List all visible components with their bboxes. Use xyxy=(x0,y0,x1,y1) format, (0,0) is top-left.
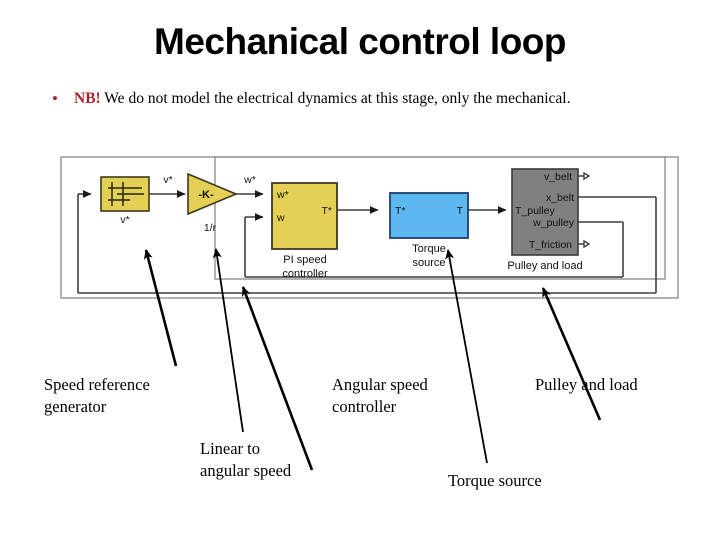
block-label-pulley-and-load: Pulley and load xyxy=(507,260,582,272)
block-label-torque-source-line1: Torque xyxy=(412,243,446,255)
port-out-x-belt: x_belt xyxy=(546,192,574,204)
block-label-gain-below: 1/r xyxy=(204,222,217,234)
block-pulley-and-load[interactable]: T_pulley v_belt x_belt w_pulley T_fricti… xyxy=(507,168,591,272)
signal-label-vstar: v* xyxy=(163,174,172,186)
bullet-text: We do not model the electrical dynamics … xyxy=(100,90,571,107)
block-label-torque-source-line2: source xyxy=(412,257,445,269)
port-out-w-pulley: w_pulley xyxy=(532,217,575,229)
port-out-t: T xyxy=(457,205,464,217)
block-speed-reference-source[interactable]: v* xyxy=(100,176,150,226)
callout-angular-speed-controller: Angular speed controller xyxy=(332,375,428,416)
callout-pulley-and-load: Pulley and load xyxy=(535,375,638,394)
port-stubs xyxy=(578,171,591,249)
bullet-emphasis: NB! xyxy=(74,90,101,107)
bullet-marker-icon: • xyxy=(52,89,58,108)
block-label-pi-speed-controller-line2: controller xyxy=(282,268,328,280)
block-gain[interactable]: -K- 1/r xyxy=(187,172,239,234)
port-in-tstar: T* xyxy=(395,205,406,217)
callout-speed-reference-generator: Speed reference generator xyxy=(44,375,150,416)
port-in-w: w xyxy=(276,212,285,224)
block-torque-source[interactable]: T* T Torque source xyxy=(389,192,469,269)
port-out-v-belt: v_belt xyxy=(544,171,572,183)
block-label-gain-inside: -K- xyxy=(198,189,214,201)
block-diagram: v* v* -K- 1/r w* w* w T* PI speed contro… xyxy=(60,155,680,315)
bullet-list: • NB! We do not model the electrical dyna… xyxy=(44,88,644,110)
block-pi-speed-controller[interactable]: w* w T* PI speed controller xyxy=(271,182,338,280)
port-in-t-pulley: T_pulley xyxy=(515,205,555,217)
block-label-speed-reference-source: v* xyxy=(120,214,129,226)
block-label-pi-speed-controller-line1: PI speed xyxy=(283,254,326,266)
callout-linear-to-angular-speed: Linear to angular speed xyxy=(200,439,292,480)
port-in-wstar: w* xyxy=(276,189,289,201)
port-out-tstar: T* xyxy=(322,205,333,217)
page-title: Mechanical control loop xyxy=(154,21,567,62)
callout-torque-source: Torque source xyxy=(448,471,542,490)
list-item: • NB! We do not model the electrical dyna… xyxy=(44,88,644,110)
port-out-t-friction: T_friction xyxy=(529,239,572,251)
inner-subsystem-frame xyxy=(214,156,666,280)
signal-label-wstar: w* xyxy=(243,174,256,186)
step-waveform-icon xyxy=(108,182,144,206)
